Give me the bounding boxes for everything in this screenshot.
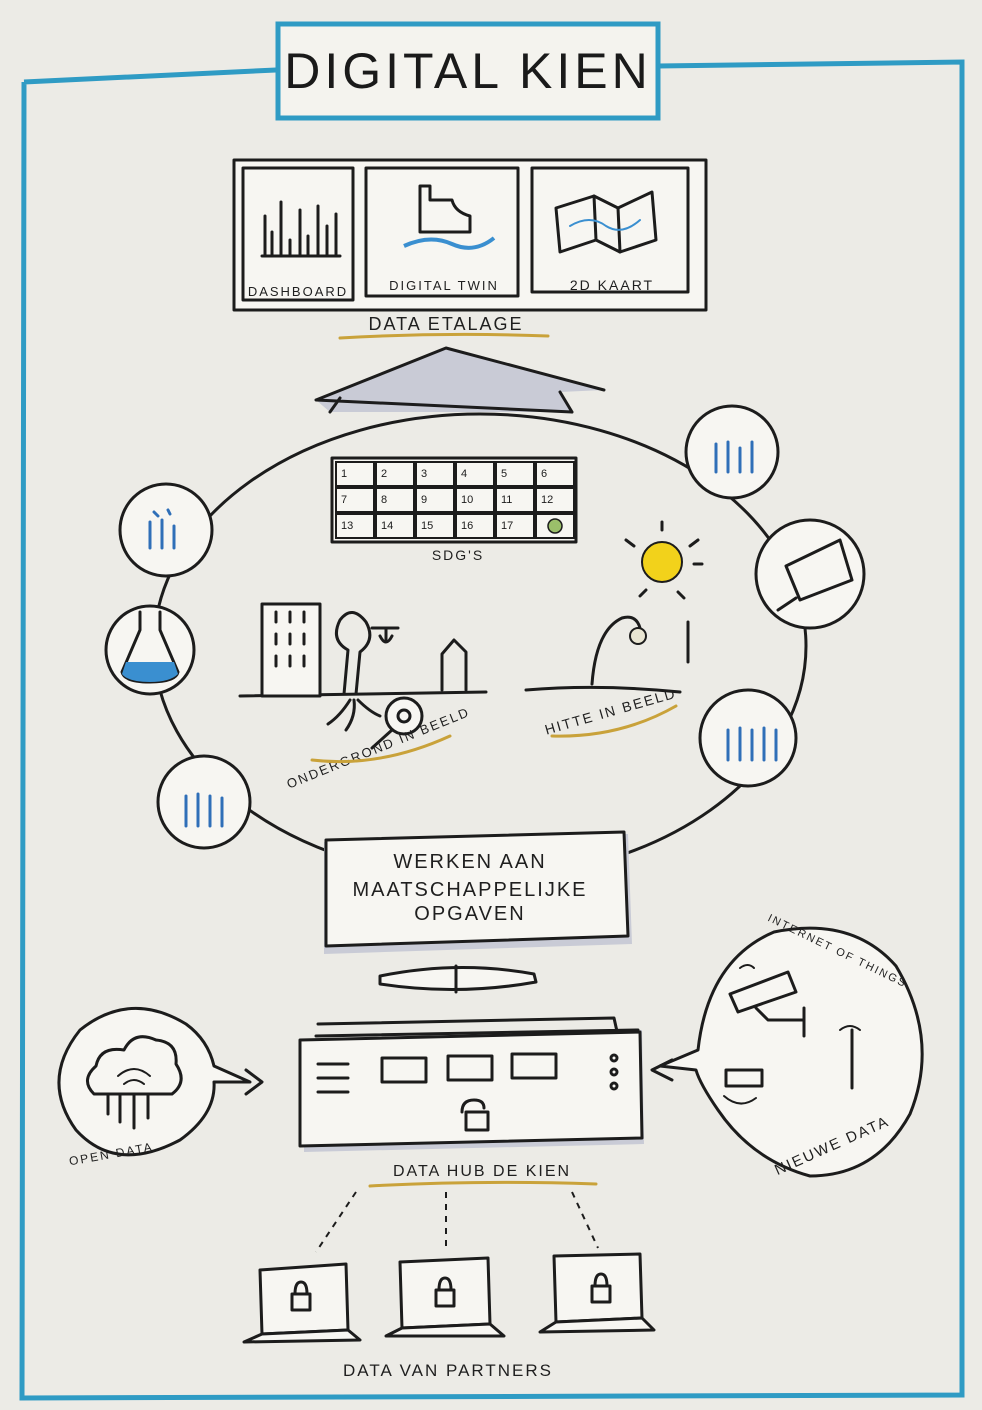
open-data-bubble (57, 1007, 264, 1157)
sdg-cell-number: 16 (461, 520, 473, 532)
sdg-cell: 14 (375, 513, 415, 539)
people-circle-left-bottom (156, 754, 252, 850)
partner-arrows (315, 1191, 599, 1253)
page-title: DIGITAL KIEN (284, 43, 652, 99)
sdg-cell: 12 (535, 487, 575, 513)
panel-label-dashboard: DASHBOARD (248, 284, 348, 299)
title-box: DIGITAL KIEN (275, 21, 661, 121)
sdg-cell: 8 (375, 487, 415, 513)
sdg-cell: 15 (415, 513, 455, 539)
sdg-cell: 11 (495, 487, 535, 513)
ondergrond-scene (238, 602, 488, 750)
sdg-cell: 4 (455, 461, 495, 487)
sdg-cell-number: 11 (501, 494, 512, 506)
padlock-icon (434, 1276, 456, 1308)
etalage-label: DATA ETALAGE (368, 314, 523, 334)
roof (314, 346, 606, 414)
task-line-1: WERKEN AAN (393, 851, 546, 873)
sdg-cell-number: 9 (421, 494, 427, 506)
ondergrond-underline (310, 734, 452, 764)
sdg-cell-number: 2 (381, 468, 387, 480)
graduation-circle (754, 518, 866, 630)
sdg-cell-number: 7 (341, 494, 347, 506)
sdg-cell-number: 4 (461, 468, 467, 480)
iot-bubble (650, 926, 924, 1178)
flower-icon (629, 627, 647, 645)
outer-frame (19, 59, 965, 1401)
flask-liquid (122, 662, 178, 682)
sdg-cell: 7 (335, 487, 375, 513)
people-circle-right-top (684, 404, 780, 500)
folded-map-icon (554, 190, 658, 254)
people-circle-right-bottom (698, 688, 798, 788)
bar-chart-icon (260, 200, 342, 258)
connector-lens (378, 964, 538, 994)
theme-label-ondergrond: ONDERGROND IN BEELD (285, 704, 473, 791)
hub-label: DATA HUB DE KIEN (393, 1163, 571, 1180)
partner-laptop-3 (538, 1252, 656, 1334)
hitte-scene (524, 520, 704, 694)
sdg-cell: 10 (455, 487, 495, 513)
padlock-icon (290, 1280, 312, 1312)
partner-laptop-1 (242, 1262, 362, 1344)
sdg-cell: 5 (495, 461, 535, 487)
hitte-underline (550, 704, 678, 738)
sdg-cell: 2 (375, 461, 415, 487)
cloud-wifi-icon (86, 1035, 183, 1130)
sdg-cell: 16 (455, 513, 495, 539)
sdg-cell: 13 (335, 513, 375, 539)
sdg-cell: 1 (335, 461, 375, 487)
sdg-cell-number: 3 (421, 468, 427, 480)
partners-label: DATA VAN PARTNERS (343, 1361, 553, 1380)
panel-digital-twin: DIGITAL TWIN (364, 166, 520, 298)
sdg-cell-number: 8 (381, 494, 387, 506)
partner-laptop-2 (384, 1256, 506, 1338)
sdg-cell-number: 14 (381, 520, 393, 532)
data-hub (298, 1016, 644, 1152)
sdg-cell: 3 (415, 461, 455, 487)
sdg-cell-number: 1 (341, 468, 347, 480)
panel-dashboard: DASHBOARD (241, 166, 355, 302)
etalage-underline (338, 332, 550, 340)
sdg-cell-number: 10 (461, 494, 473, 506)
task-line-3: OPGAVEN (414, 903, 525, 925)
task-line-2: MAATSCHAPPELIJKE (352, 879, 587, 901)
panel-2d-kaart: 2D KAART (530, 166, 690, 294)
sensor-icon (723, 1025, 861, 1105)
sun-icon (641, 541, 683, 583)
central-task-box: WERKEN AAN MAATSCHAPPELIJKE OPGAVEN (324, 830, 632, 954)
sdg-globe-icon (547, 518, 563, 534)
sdg-cell-number: 15 (421, 520, 433, 532)
panel-label-digital-twin: DIGITAL TWIN (389, 278, 499, 293)
sdg-cell-number: 5 (501, 468, 507, 480)
building-water-icon (403, 184, 496, 250)
sdg-cell: 6 (535, 461, 575, 487)
hub-underline (368, 1180, 598, 1188)
unlocked-padlock-icon (460, 1098, 490, 1132)
sdg-cell: 17 (495, 513, 535, 539)
sdg-cell: 9 (415, 487, 455, 513)
sdg-cell-number: 6 (541, 468, 547, 480)
sdg-cell-number: 12 (541, 494, 553, 506)
flask-circle (104, 604, 196, 696)
sdg-cell-number: 13 (341, 520, 353, 532)
padlock-icon (590, 1272, 612, 1304)
sdg-label: SDG'S (432, 547, 484, 563)
camera-icon (728, 964, 806, 1038)
panel-label-2d-kaart: 2D KAART (570, 277, 654, 293)
people-circle-left-top (118, 482, 214, 578)
sdg-cell (535, 513, 575, 539)
sdg-cell-number: 17 (501, 520, 513, 532)
